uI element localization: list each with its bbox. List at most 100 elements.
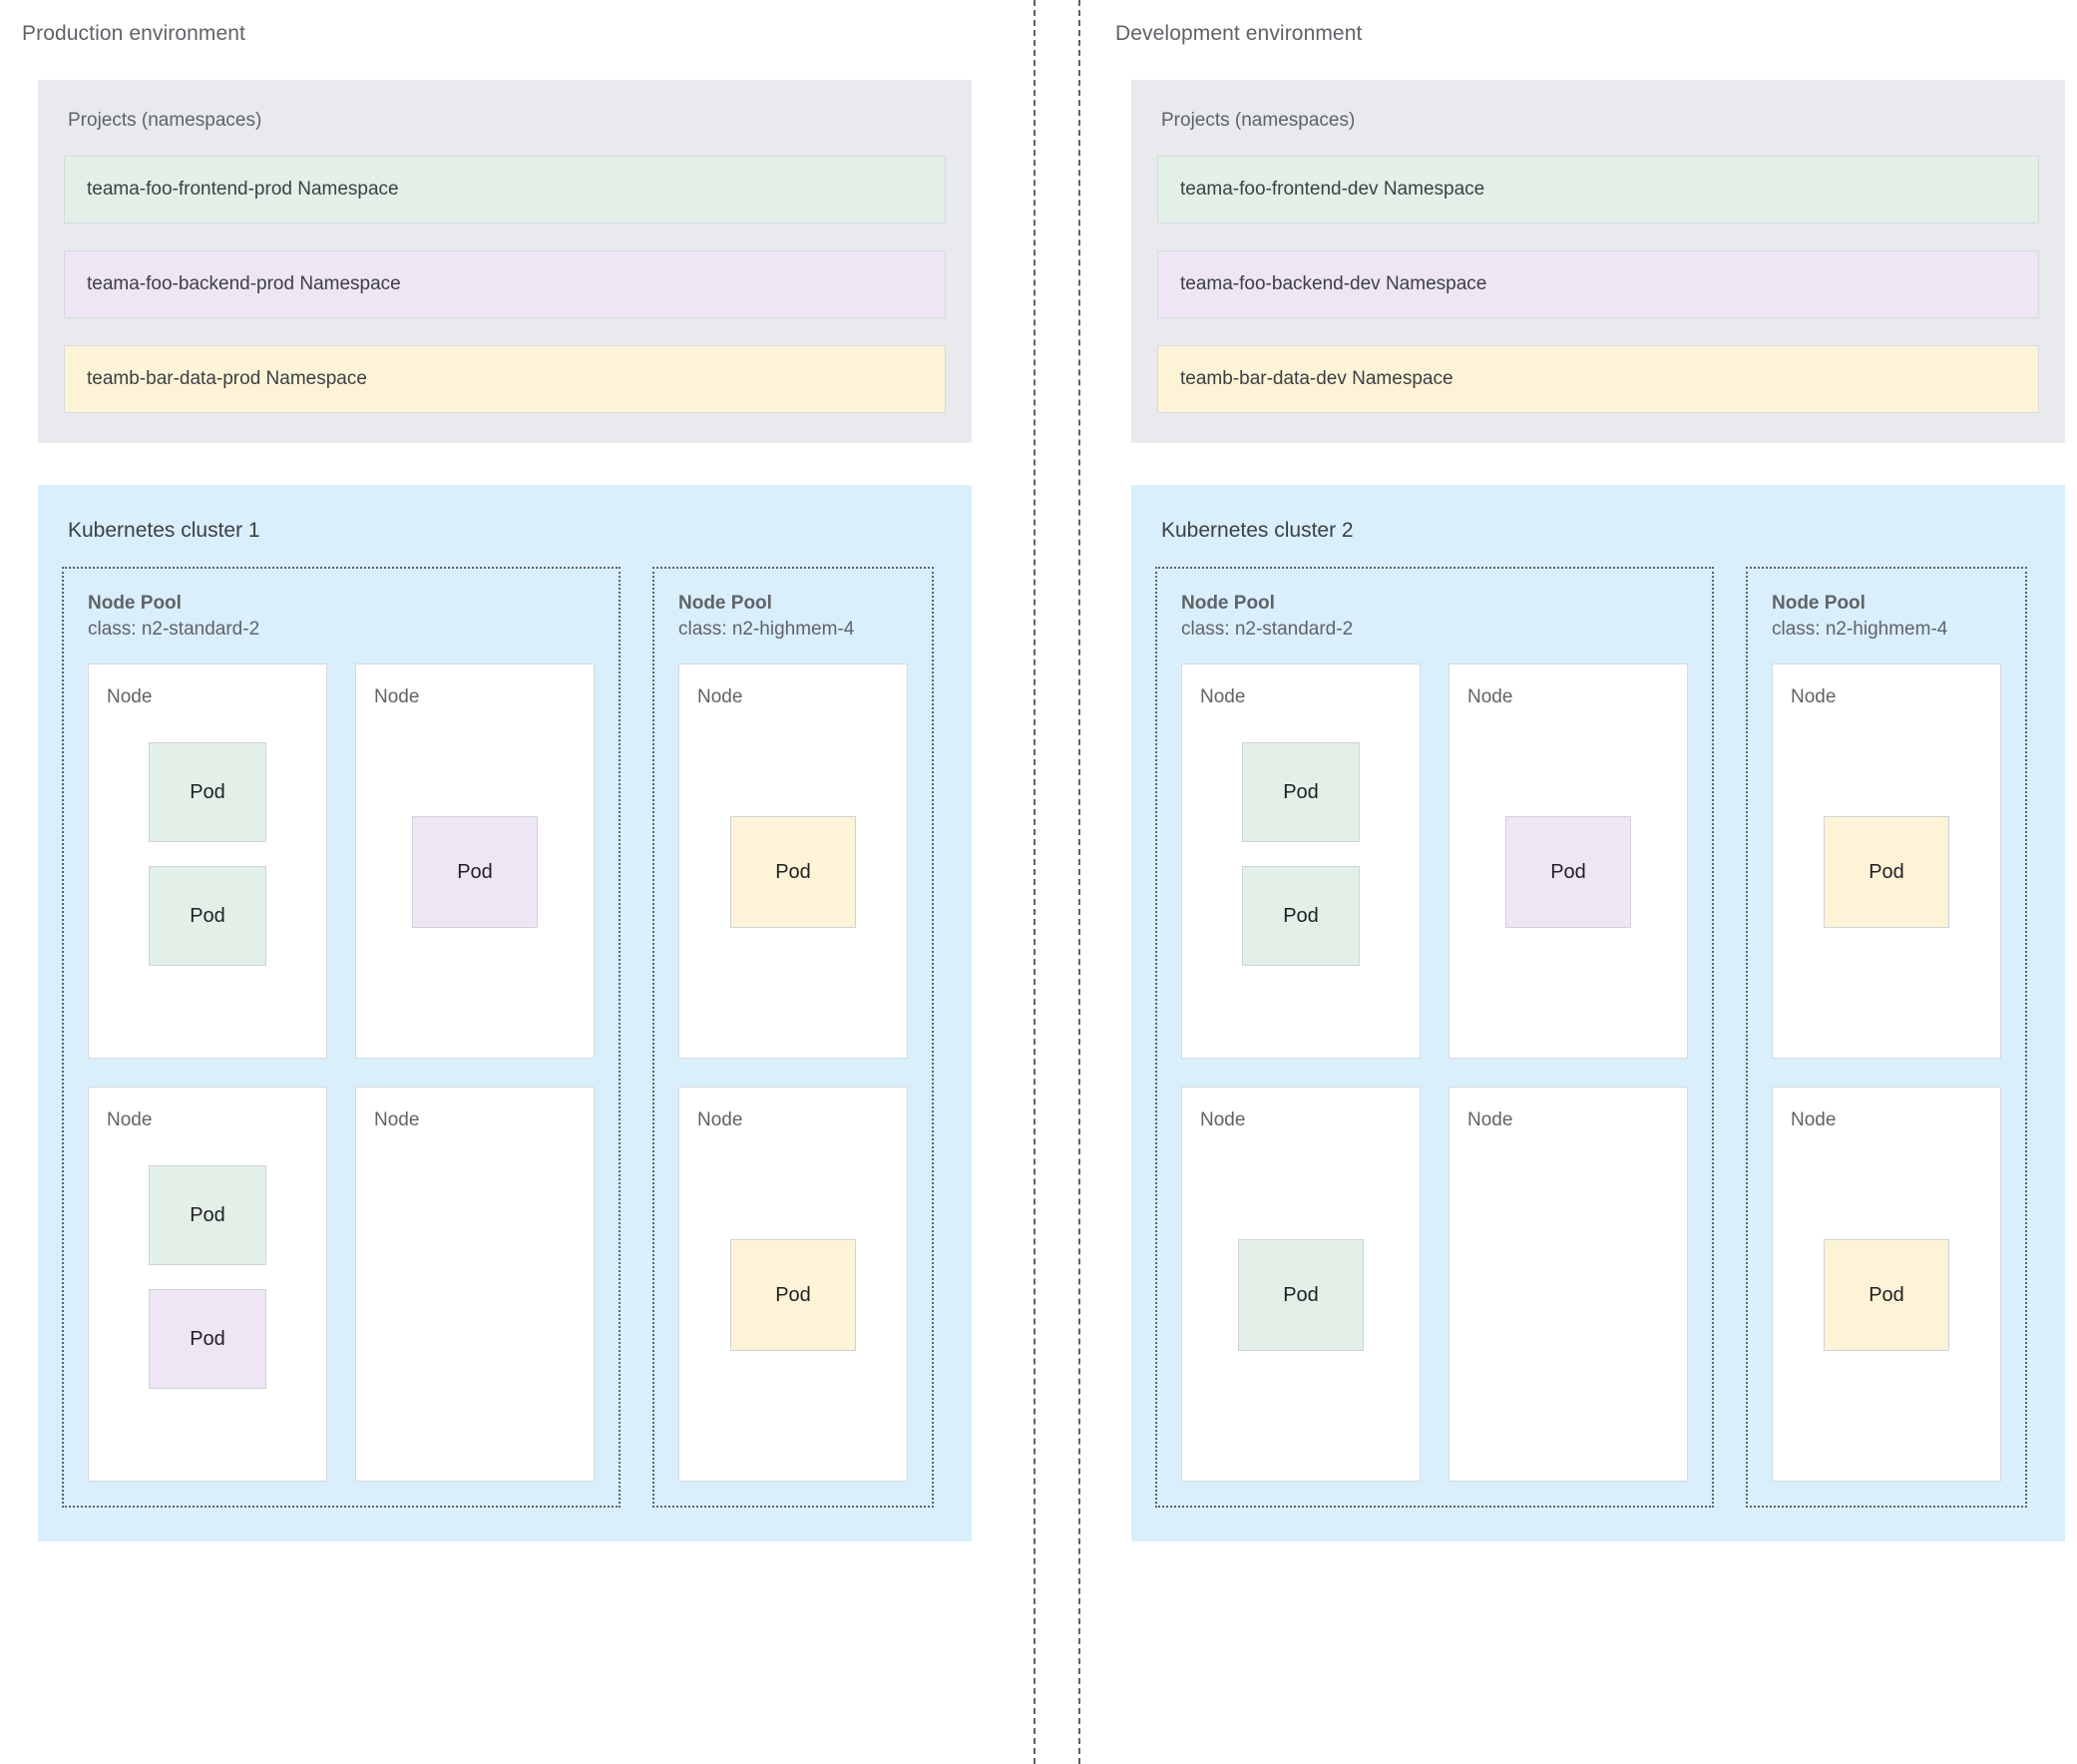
environment-divider-left — [1034, 0, 1036, 1764]
pod-label: Pod — [1550, 860, 1586, 883]
pod-box[interactable]: Pod — [1505, 816, 1631, 929]
pod-label: Pod — [1869, 1283, 1904, 1306]
node-pods-container: Pod — [1773, 1109, 2000, 1481]
pod-box[interactable]: Pod — [730, 1239, 856, 1352]
pod-label: Pod — [1283, 1283, 1319, 1306]
projects-panel-title: Projects (namespaces) — [68, 110, 262, 131]
node-pool-name: Node Pool — [1181, 593, 1275, 614]
cluster-title: Kubernetes cluster 2 — [1161, 519, 1354, 542]
node-pool-class: class: n2-standard-2 — [88, 618, 260, 640]
environment-divider-right — [1078, 0, 1080, 1764]
namespace-item[interactable]: teama-foo-backend-dev Namespace — [1157, 250, 2039, 318]
pod-box[interactable]: Pod — [730, 816, 856, 929]
node-pods-container — [1450, 1165, 1687, 1481]
pod-box[interactable]: Pod — [1824, 816, 1949, 929]
namespace-label: teama-foo-frontend-prod Namespace — [87, 179, 399, 200]
node-label: Node — [697, 686, 743, 708]
pod-label: Pod — [1283, 780, 1319, 803]
projects-panel: Projects (namespaces) teama-foo-frontend-… — [1131, 80, 2065, 443]
node-pods-container: Pod — [1773, 686, 2000, 1058]
pod-box[interactable]: Pod — [1242, 742, 1360, 843]
node-pool-heading: Node Pool class: n2-standard-2 — [88, 591, 595, 642]
node-label: Node — [1467, 686, 1513, 708]
node-label: Node — [1200, 686, 1246, 708]
node-box[interactable]: Node — [1449, 1087, 1688, 1483]
namespace-item[interactable]: teamb-bar-data-prod Namespace — [64, 345, 946, 413]
node-label: Node — [1200, 1109, 1246, 1131]
node-pods-container: Pod — [1182, 1109, 1420, 1481]
namespace-label: teamb-bar-data-dev Namespace — [1180, 368, 1454, 389]
node-pool-heading: Node Pool class: n2-highmem-4 — [1772, 591, 2001, 642]
pod-box[interactable]: Pod — [1824, 1239, 1949, 1352]
node-pool-name: Node Pool — [1772, 593, 1866, 614]
pod-label: Pod — [190, 1327, 225, 1350]
pod-label: Pod — [1283, 904, 1319, 927]
node-pods-container — [356, 1165, 594, 1481]
namespace-label: teamb-bar-data-prod Namespace — [87, 368, 367, 389]
node-label: Node — [1791, 686, 1837, 708]
namespace-label: teama-foo-backend-dev Namespace — [1180, 273, 1487, 294]
node-pool-class: class: n2-highmem-4 — [678, 618, 855, 640]
pod-box[interactable]: Pod — [149, 1289, 266, 1390]
pod-box[interactable]: Pod — [1238, 1239, 1364, 1352]
pod-box[interactable]: Pod — [149, 742, 266, 843]
pod-box[interactable]: Pod — [149, 866, 266, 967]
node-box[interactable]: Node — [355, 1087, 595, 1483]
namespace-item[interactable]: teama-foo-frontend-dev Namespace — [1157, 156, 2039, 223]
node-pods-container: Pod — [1450, 686, 1687, 1058]
pod-label: Pod — [1869, 860, 1904, 883]
kubernetes-cluster-panel: Kubernetes cluster 1 Node Pool class: n2-s… — [38, 485, 972, 1543]
pod-label: Pod — [190, 780, 225, 803]
environment-title: Production environment — [22, 22, 245, 45]
node-pool-class: class: n2-highmem-4 — [1772, 618, 1948, 640]
pod-box[interactable]: Pod — [412, 816, 538, 929]
namespace-label: teama-foo-backend-prod Namespace — [87, 273, 401, 294]
namespace-item[interactable]: teamb-bar-data-dev Namespace — [1157, 345, 2039, 413]
node-label: Node — [374, 1109, 420, 1131]
node-label: Node — [107, 686, 153, 708]
node-label: Node — [1467, 1109, 1513, 1131]
pod-box[interactable]: Pod — [1242, 866, 1360, 967]
pod-label: Pod — [190, 904, 225, 927]
projects-panel: Projects (namespaces) teama-foo-frontend-… — [38, 80, 972, 443]
node-label: Node — [697, 1109, 743, 1131]
node-pods-container: Pod — [679, 1109, 907, 1481]
cluster-title: Kubernetes cluster 1 — [68, 519, 260, 542]
namespace-item[interactable]: teama-foo-frontend-prod Namespace — [64, 156, 946, 223]
pod-label: Pod — [457, 860, 493, 883]
node-label: Node — [374, 686, 420, 708]
node-label: Node — [107, 1109, 153, 1131]
pod-box[interactable]: Pod — [149, 1165, 266, 1266]
node-label: Node — [1791, 1109, 1837, 1131]
pod-label: Pod — [190, 1203, 225, 1226]
namespace-item[interactable]: teama-foo-backend-prod Namespace — [64, 250, 946, 318]
projects-panel-title: Projects (namespaces) — [1161, 110, 1356, 131]
namespace-label: teama-foo-frontend-dev Namespace — [1180, 179, 1485, 200]
node-pods-container: Pod — [356, 686, 594, 1058]
node-pool-name: Node Pool — [88, 593, 182, 614]
